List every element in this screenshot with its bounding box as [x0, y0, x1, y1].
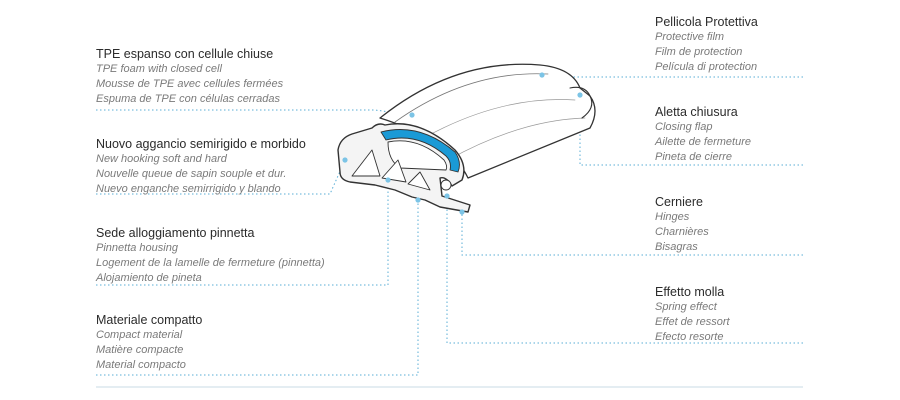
label-translation: Bisagras: [655, 241, 698, 253]
hook-triangle: [351, 149, 381, 177]
label-translation: Hinges: [655, 211, 690, 223]
label-title: Sede alloggiamento pinnetta: [96, 226, 255, 240]
label-translation: Pinnetta housing: [96, 242, 178, 254]
label-translation: Material compacto: [96, 359, 186, 371]
foam-layer: [380, 129, 460, 173]
label-translation: Charnières: [655, 226, 709, 238]
label-translation: New hooking soft and hard: [96, 153, 227, 165]
label-translation: Alojamiento de pineta: [96, 272, 202, 284]
label-hinges: Cerniere Hinges Charnières Bisagras: [655, 194, 709, 255]
leader-tpe-foam: [96, 109, 413, 116]
label-translation: Espuma de TPE con células cerradas: [96, 93, 281, 105]
label-translation: Spring effect: [655, 301, 717, 313]
hinge-circle: [440, 179, 452, 191]
label-compact: Materiale compatto Compact material Mati…: [96, 312, 202, 373]
label-title: Pellicola Protettiva: [655, 15, 758, 29]
hook-triangle: [407, 171, 431, 191]
label-film: Pellicola Protettiva Protective film Fil…: [655, 14, 758, 75]
leader-housing: [96, 180, 389, 286]
label-housing: Sede alloggiamento pinnetta Pinnetta hou…: [96, 225, 325, 286]
dot-spring: [444, 193, 450, 199]
label-translation: Matière compacte: [96, 344, 184, 356]
dot-housing: [385, 177, 391, 183]
label-title: Cerniere: [655, 195, 703, 209]
label-translation: Nuevo enganche semirrigido y blando: [96, 183, 281, 195]
dot-hooking: [342, 157, 348, 163]
label-title: TPE espanso con cellule chiuse: [96, 47, 274, 61]
label-translation: Effet de ressort: [655, 316, 730, 328]
hook-triangle: [381, 159, 407, 183]
surface-line: [394, 73, 549, 123]
label-translation: TPE foam with closed cell: [96, 63, 222, 75]
dot-hinges: [459, 209, 465, 215]
label-spring: Effetto molla Spring effect Effet de res…: [655, 284, 730, 345]
leader-hinges: [461, 212, 803, 256]
label-translation: Nouvelle queue de sapin souple et dur.: [96, 168, 287, 180]
flap-ridge: [569, 86, 593, 119]
dot-tpe-foam: [409, 112, 415, 118]
label-translation: Compact material: [96, 329, 183, 341]
label-title: Materiale compatto: [96, 313, 203, 327]
dot-compact: [415, 197, 421, 203]
label-translation: Logement de la lamelle de fermeture (pin…: [96, 257, 325, 269]
label-title: Nuovo aggancio semirigido e morbido: [96, 137, 306, 151]
leader-film: [541, 74, 803, 78]
label-translation: Protective film: [655, 31, 725, 43]
label-title: Effetto molla: [655, 285, 725, 299]
surface-line: [419, 99, 576, 141]
dot-flap: [577, 92, 583, 98]
label-tpe-foam: TPE espanso con cellule chiuse TPE foam …: [96, 46, 283, 107]
profile-drawing: [337, 63, 596, 213]
label-translation: Closing flap: [655, 121, 713, 133]
label-flap: Aletta chiusura Closing flap Ailette de …: [655, 104, 751, 165]
foam-cavity: [387, 140, 448, 171]
label-translation: Pineta de cierre: [655, 151, 733, 163]
leader-dots: [342, 72, 583, 215]
label-translation: Film de protection: [655, 46, 743, 58]
dot-film: [539, 72, 545, 78]
label-translation: Película di protection: [655, 61, 758, 73]
label-translation: Efecto resorte: [655, 331, 724, 343]
surface-line: [447, 117, 586, 161]
leader-spring: [446, 196, 803, 344]
label-translation: Mousse de TPE avec cellules fermées: [96, 78, 284, 90]
label-title: Aletta chiusura: [655, 105, 738, 119]
label-hooking: Nuovo aggancio semirigido e morbido New …: [96, 136, 306, 197]
label-translation: Ailette de fermeture: [655, 136, 751, 148]
